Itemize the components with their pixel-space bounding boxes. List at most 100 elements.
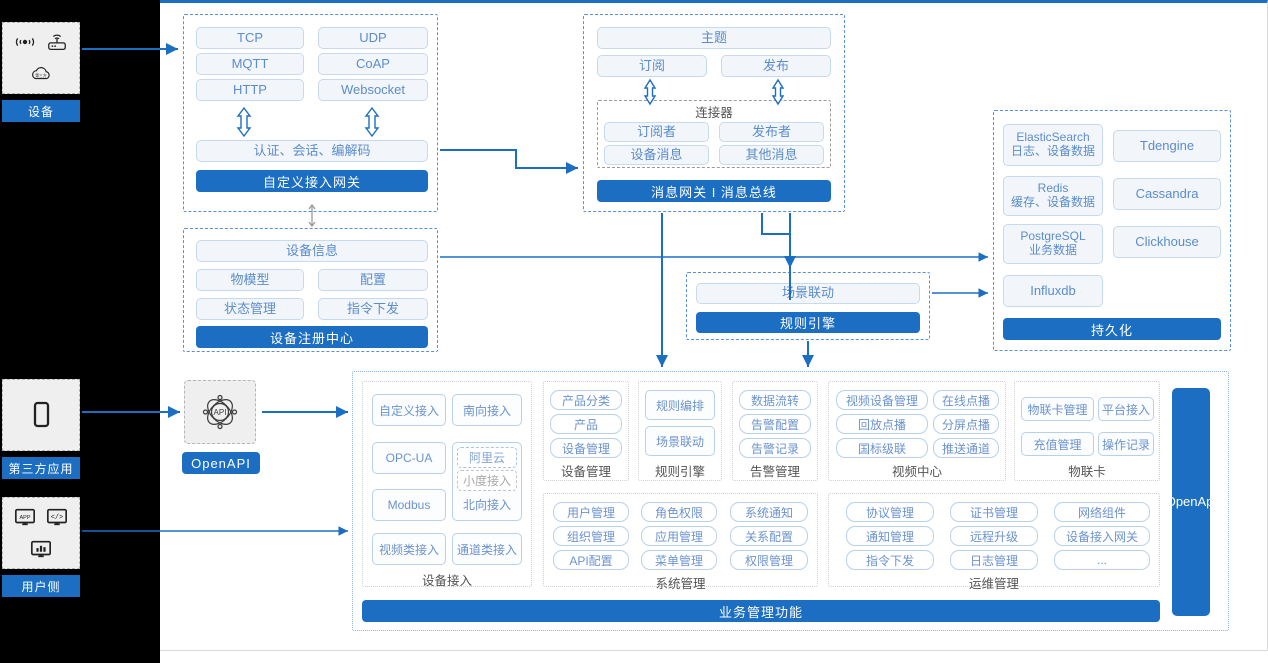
chip-subscribe[interactable]: 订阅	[597, 55, 707, 77]
col-ops-frame	[828, 493, 1160, 587]
chip-thing-model[interactable]: 物模型	[196, 269, 304, 291]
chip-config[interactable]: 配置	[318, 269, 428, 291]
fchip-video-access[interactable]: 视频类接入	[372, 533, 446, 565]
fchip-log-mgmt[interactable]: 日志管理	[950, 550, 1038, 570]
fchip-iot-card-mgmt[interactable]: 物联卡管理	[1021, 397, 1094, 421]
chip-state-mgmt[interactable]: 状态管理	[196, 298, 304, 320]
fchip-gb-cascade[interactable]: 国标级联	[836, 438, 928, 458]
fchip-notify-mgmt[interactable]: 通知管理	[846, 526, 934, 546]
fchip-role-perm[interactable]: 角色权限	[641, 502, 717, 522]
fchip-cert-mgmt[interactable]: 证书管理	[950, 502, 1038, 522]
svg-text:第三方: 第三方	[35, 73, 47, 78]
store-cassandra[interactable]: Cassandra	[1113, 178, 1221, 210]
fchip-menu-mgmt[interactable]: 菜单管理	[641, 550, 717, 570]
chip-device-info[interactable]: 设备信息	[196, 240, 428, 262]
open-api-vertical-bar[interactable]: Open Api	[1166, 388, 1216, 616]
fchip-alarm-record[interactable]: 告警记录	[739, 438, 811, 458]
fchip-user-mgmt[interactable]: 用户管理	[553, 502, 629, 522]
store-postgresql-name: PostgreSQL	[1020, 229, 1086, 244]
actor-user-side: APP </> 用户侧	[2, 497, 80, 597]
chip-scene-linkage[interactable]: 场景联动	[696, 283, 920, 304]
device-access-title: 设备接入	[421, 574, 472, 588]
gateway-title: 自定义接入网关	[196, 170, 428, 192]
svg-text:API: API	[214, 408, 227, 417]
fchip-operation-log[interactable]: 操作记录	[1098, 432, 1154, 456]
chip-http[interactable]: HTTP	[196, 79, 304, 101]
col-device-mgmt-frame	[543, 381, 629, 481]
fchip-more[interactable]: ...	[1054, 550, 1150, 570]
fchip-protocol-mgmt[interactable]: 协议管理	[846, 502, 934, 522]
fchip-product[interactable]: 产品	[550, 414, 622, 434]
fchip-device-mgmt[interactable]: 设备管理	[550, 438, 622, 458]
col-system-title: 系统管理	[655, 577, 706, 591]
gateway-frame	[183, 14, 438, 212]
fchip-channel-access[interactable]: 通道类接入	[452, 533, 522, 565]
store-tdengine[interactable]: Tdengine	[1113, 130, 1221, 162]
col-rule-engine-title: 规则引擎	[654, 465, 705, 479]
fchip-opc-ua[interactable]: OPC-UA	[372, 442, 446, 474]
chart-monitor-icon	[31, 540, 51, 558]
chip-topic[interactable]: 主题	[597, 27, 831, 49]
fchip-remote-upgrade[interactable]: 远程升级	[950, 526, 1038, 546]
chip-publisher[interactable]: 发布者	[719, 122, 824, 142]
fchip-product-category[interactable]: 产品分类	[550, 390, 622, 410]
fchip-xiaodu[interactable]: 小度接入	[457, 470, 517, 491]
connector-title: 连接器	[695, 106, 733, 120]
actor-third-party-app: 第三方应用	[2, 379, 80, 479]
chip-auth-session-codec[interactable]: 认证、会话、编解码	[196, 140, 428, 162]
store-clickhouse[interactable]: Clickhouse	[1113, 226, 1221, 258]
fchip-command-issue[interactable]: 指令下发	[846, 550, 934, 570]
fchip-data-flow[interactable]: 数据流转	[739, 390, 811, 410]
bus-frame	[583, 14, 845, 212]
chip-device-msg[interactable]: 设备消息	[604, 145, 709, 165]
fchip-recharge-mgmt[interactable]: 充值管理	[1021, 432, 1094, 456]
fchip-device-gateway[interactable]: 设备接入网关	[1054, 526, 1150, 546]
fchip-push-channel[interactable]: 推送通道	[933, 438, 999, 458]
actor-third-party-iconbox	[2, 379, 80, 451]
chip-udp[interactable]: UDP	[318, 27, 428, 49]
fchip-alarm-config[interactable]: 告警配置	[739, 414, 811, 434]
wifi-signal-icon	[15, 37, 35, 47]
fchip-platform-access[interactable]: 平台接入	[1098, 397, 1154, 421]
col-rule-engine-frame	[638, 381, 722, 481]
fchip-scene-linkage-biz[interactable]: 场景联动	[645, 426, 715, 456]
persistence-frame	[993, 110, 1231, 351]
col-video-title: 视频中心	[891, 465, 942, 479]
chip-tcp[interactable]: TCP	[196, 27, 304, 49]
fchip-sys-notice[interactable]: 系统通知	[730, 502, 808, 522]
actor-user-side-iconbox: APP </>	[2, 497, 80, 569]
store-influxdb[interactable]: Influxdb	[1003, 275, 1103, 307]
chip-coap[interactable]: CoAP	[318, 53, 428, 75]
fchip-custom-access[interactable]: 自定义接入	[372, 394, 446, 426]
fchip-org-mgmt[interactable]: 组织管理	[553, 526, 629, 546]
store-postgresql[interactable]: PostgreSQL 业务数据	[1003, 224, 1103, 264]
fchip-app-mgmt[interactable]: 应用管理	[641, 526, 717, 546]
fchip-playback-vod[interactable]: 回放点播	[836, 414, 928, 434]
fchip-modbus[interactable]: Modbus	[372, 489, 446, 521]
fchip-relation-conf[interactable]: 关系配置	[730, 526, 808, 546]
store-redis[interactable]: Redis 缓存、设备数据	[1003, 176, 1103, 216]
fchip-online-vod[interactable]: 在线点播	[933, 390, 999, 410]
fchip-split-screen-vod[interactable]: 分屏点播	[933, 414, 999, 434]
chip-publish[interactable]: 发布	[721, 55, 831, 77]
mobile-phone-icon	[33, 401, 50, 428]
svg-text:</>: </>	[51, 514, 63, 522]
fchip-network-comp[interactable]: 网络组件	[1054, 502, 1150, 522]
rules-title: 规则引擎	[696, 312, 920, 333]
store-elasticsearch[interactable]: ElasticSearch 日志、设备数据	[1003, 124, 1103, 166]
code-monitor-icon: </>	[47, 508, 67, 526]
bus-title: 消息网关 I 消息总线	[597, 180, 831, 202]
fchip-rule-orchestration[interactable]: 规则编排	[645, 390, 715, 420]
fchip-southbound[interactable]: 南向接入	[452, 394, 522, 426]
fchip-api-conf[interactable]: API配置	[553, 550, 629, 570]
fchip-perm-mgmt[interactable]: 权限管理	[730, 550, 808, 570]
chip-mqtt[interactable]: MQTT	[196, 53, 304, 75]
cloud-icon: 第三方	[32, 67, 50, 80]
chip-other-msg[interactable]: 其他消息	[719, 145, 824, 165]
chip-subscriber[interactable]: 订阅者	[604, 122, 709, 142]
fchip-aliyun[interactable]: 阿里云	[457, 447, 517, 468]
chip-command-down[interactable]: 指令下发	[318, 298, 428, 320]
fchip-video-device-mgmt[interactable]: 视频设备管理	[836, 390, 928, 410]
chip-websocket[interactable]: Websocket	[318, 79, 428, 101]
openapi-label[interactable]: OpenAPI	[182, 452, 260, 474]
